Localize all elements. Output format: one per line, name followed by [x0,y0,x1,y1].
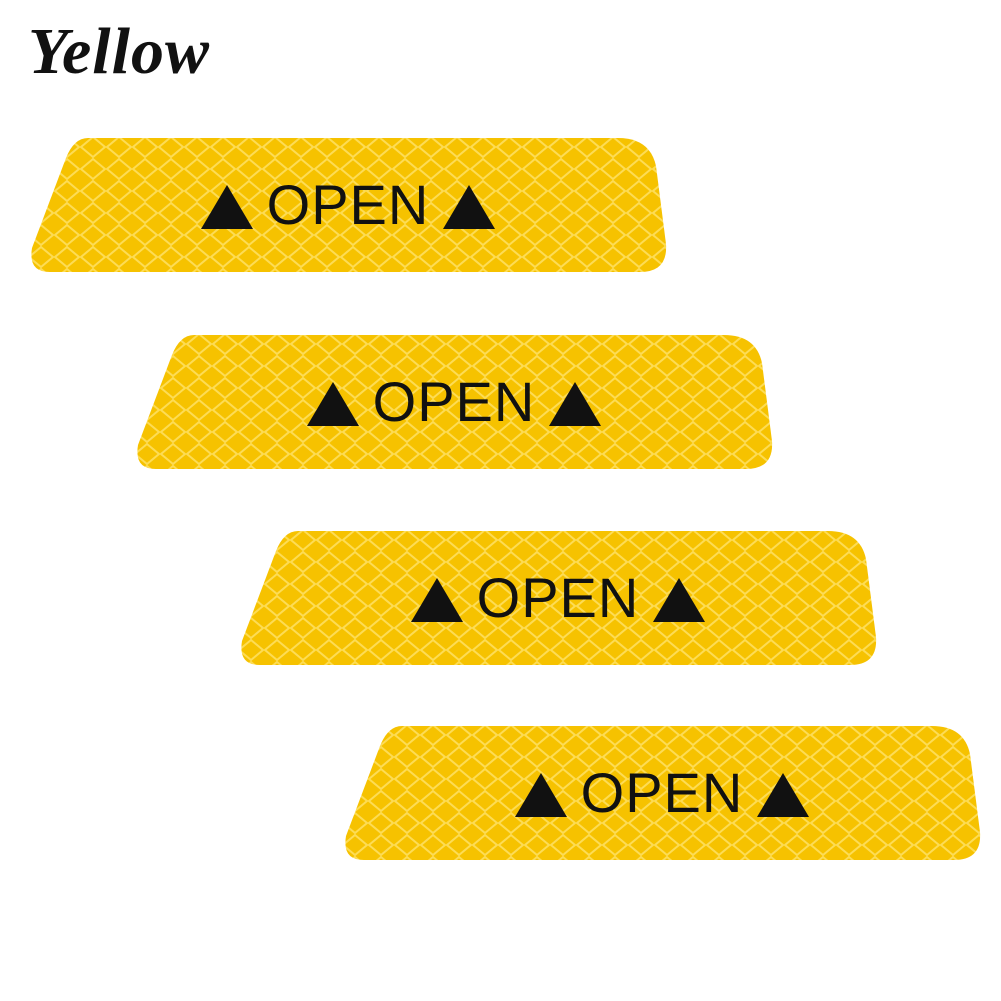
open-sticker-3: OPEN [238,529,878,667]
triangle-up-icon [549,382,602,426]
product-color-title: Yellow [28,15,210,88]
sticker-label-row: OPEN [134,333,774,471]
triangle-up-icon [653,578,706,622]
sticker-label-row: OPEN [342,724,982,862]
triangle-up-icon [757,773,810,817]
triangle-up-icon [306,382,359,426]
sticker-label-row: OPEN [28,136,668,274]
sticker-background [345,726,981,860]
sticker-background [137,335,773,469]
triangle-up-icon [514,773,567,817]
sticker-label-row: OPEN [238,529,878,667]
triangle-up-icon [200,185,253,229]
sticker-text: OPEN [372,370,536,433]
open-sticker-1: OPEN [28,136,668,274]
sticker-text: OPEN [476,566,640,629]
triangle-up-icon [443,185,496,229]
open-sticker-4: OPEN [342,724,982,862]
sticker-background [241,531,877,665]
open-sticker-2: OPEN [134,333,774,471]
sticker-background [31,138,667,272]
sticker-text: OPEN [580,761,744,824]
triangle-up-icon [410,578,463,622]
sticker-text: OPEN [266,173,430,236]
